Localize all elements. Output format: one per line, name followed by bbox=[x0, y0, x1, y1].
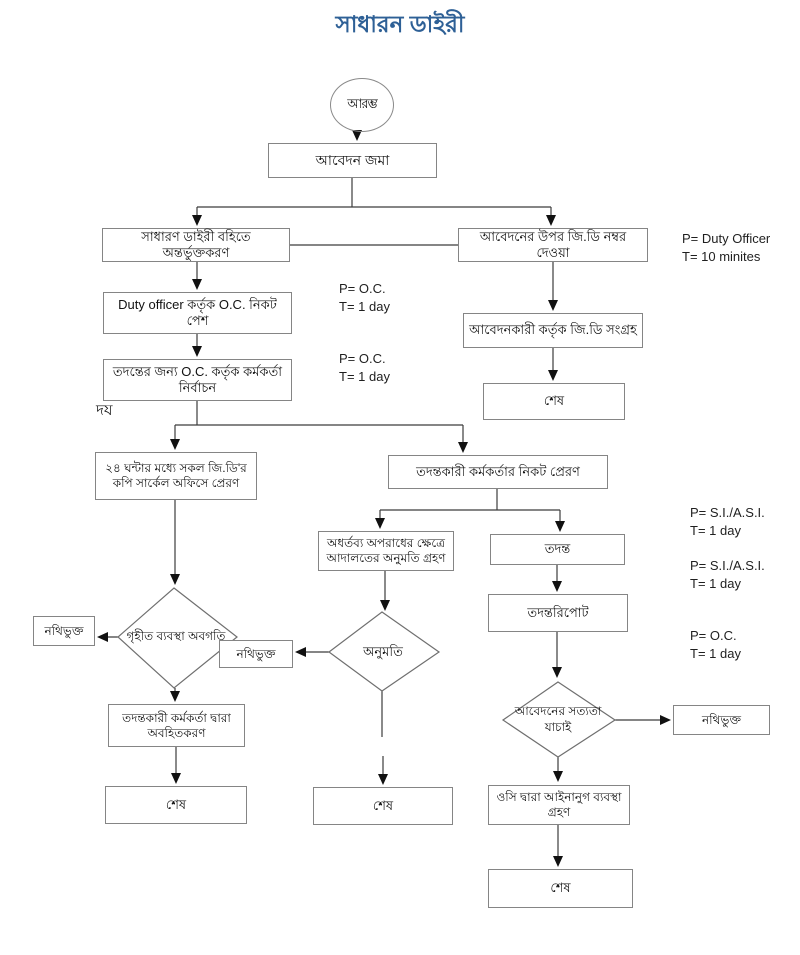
node-label: গৃহীত ব্যবস্থা অবগতি bbox=[126, 629, 226, 644]
node-label: তদন্ত bbox=[544, 541, 571, 557]
node-investigation: তদন্ত bbox=[490, 534, 625, 565]
node-end-right-top: শেষ bbox=[483, 383, 625, 420]
node-label: ২৪ ঘন্টার মধ্যে সকল জি.ডি'র কপি সার্কেল … bbox=[105, 461, 247, 490]
node-label: শেষ bbox=[550, 880, 571, 896]
node-submit-application: আবেদন জমা bbox=[268, 143, 437, 178]
node-label: অনুমতি bbox=[363, 643, 403, 659]
node-label: তদন্তরিপোট bbox=[527, 604, 589, 620]
node-label: শেষ bbox=[165, 796, 187, 812]
annotation-person: P= O.C. bbox=[339, 281, 386, 296]
stray-text: দয bbox=[96, 402, 113, 419]
annotation-time: T= 1 day bbox=[690, 575, 741, 591]
node-label: অধর্তব্য অপরাধের ক্ষেত্রে আদালতের অনুমতি… bbox=[326, 536, 446, 565]
node-filed-middle: নথিভুক্ত bbox=[219, 640, 293, 668]
annotation-person: P= Duty Officer bbox=[682, 231, 771, 246]
decision-label-permission: অনুমতি bbox=[342, 638, 424, 666]
annotation-person: P= O.C. bbox=[339, 351, 386, 366]
annotation-oc-1day-b: P= O.C. T= 1 day bbox=[339, 350, 390, 385]
annotation-oc-1day-a: P= O.C. T= 1 day bbox=[339, 280, 390, 315]
diagram-title: সাধারন ডাইরী bbox=[335, 11, 465, 37]
node-label: আবেদন জমা bbox=[315, 151, 390, 168]
node-label: আবেদনকারী কর্তৃক জি.ডি সংগ্রহ bbox=[469, 322, 637, 338]
node-filed-left: নথিভুক্ত bbox=[33, 616, 95, 646]
node-end-middle: শেষ bbox=[313, 787, 453, 825]
annotation-time: T= 1 day bbox=[339, 368, 390, 384]
node-filed-right: নথিভুক্ত bbox=[673, 705, 770, 735]
node-label: সাধারণ ডাইরী বহিতে অন্তর্ভুক্তকরণ bbox=[141, 228, 251, 260]
decision-label-verify: আবেদনের সত্যতা যাচাই bbox=[508, 693, 608, 747]
annotation-time: T= 10 minites bbox=[682, 248, 761, 264]
node-register-entry: সাধারণ ডাইরী বহিতে অন্তর্ভুক্তকরণ bbox=[102, 228, 290, 262]
node-inform-by-io: তদন্তকারী কর্মকর্তা দ্বারা অবহিতকরণ bbox=[108, 704, 245, 747]
annotation-time: T= 1 day bbox=[690, 645, 741, 661]
node-label: শেষ bbox=[372, 797, 394, 813]
node-gd-number: আবেদনের উপর জি.ডি নম্বর দেওয়া bbox=[458, 228, 648, 262]
annotation-duty-officer-time: P= Duty Officer T= 10 minites bbox=[682, 230, 770, 265]
node-label: ওসি দ্বারা আইনানুগ ব্যবস্থা গ্রহণ bbox=[496, 790, 622, 819]
node-applicant-collect-gd: আবেদনকারী কর্তৃক জি.ডি সংগ্রহ bbox=[463, 313, 643, 348]
annotation-person: P= S.I./A.S.I. bbox=[690, 505, 765, 520]
node-copy-to-circle-office: ২৪ ঘন্টার মধ্যে সকল জি.ডি'র কপি সার্কেল … bbox=[95, 452, 257, 500]
node-label: Duty officer কর্তৃক O.C. নিকট পেশ bbox=[118, 296, 277, 328]
node-label: তদন্তের জন্য O.C. কর্তৃক কর্মকর্তা নির্ব… bbox=[112, 363, 283, 395]
start-node: আরম্ভ bbox=[330, 78, 394, 132]
annotation-oc-1day-c: P= O.C. T= 1 day bbox=[690, 627, 741, 662]
node-court-permission: অধর্তব্য অপরাধের ক্ষেত্রে আদালতের অনুমতি… bbox=[318, 531, 454, 571]
node-label: তদন্তকারী কর্মকর্তা দ্বারা অবহিতকরণ bbox=[122, 710, 231, 740]
node-end-right-bottom: শেষ bbox=[488, 869, 633, 908]
node-oc-legal-action: ওসি দ্বারা আইনানুগ ব্যবস্থা গ্রহণ bbox=[488, 785, 630, 825]
node-label: নথিভুক্ত bbox=[236, 646, 276, 661]
node-label: নথিভুক্ত bbox=[44, 623, 84, 638]
annotation-time: T= 1 day bbox=[339, 298, 390, 314]
annotation-time: T= 1 day bbox=[690, 522, 741, 538]
node-officer-selection: তদন্তের জন্য O.C. কর্তৃক কর্মকর্তা নির্ব… bbox=[103, 359, 292, 401]
node-send-to-io: তদন্তকারী কর্মকর্তার নিকট প্রেরণ bbox=[388, 455, 608, 489]
annotation-person: P= O.C. bbox=[690, 628, 737, 643]
start-label: আরম্ভ bbox=[347, 95, 378, 111]
annotation-person: P= S.I./A.S.I. bbox=[690, 558, 765, 573]
node-label: শেষ bbox=[543, 393, 565, 409]
decision-label-action-awareness: গৃহীত ব্যবস্থা অবগতি bbox=[126, 611, 226, 663]
annotation-si-asi-b: P= S.I./A.S.I. T= 1 day bbox=[690, 557, 765, 592]
node-label: নথিভুক্ত bbox=[702, 712, 741, 727]
node-label: আবেদনের উপর জি.ডি নম্বর দেওয়া bbox=[479, 228, 627, 260]
node-end-left: শেষ bbox=[105, 786, 247, 824]
node-investigation-report: তদন্তরিপোট bbox=[488, 594, 628, 632]
annotation-si-asi-a: P= S.I./A.S.I. T= 1 day bbox=[690, 504, 765, 539]
node-label: তদন্তকারী কর্মকর্তার নিকট প্রেরণ bbox=[416, 463, 580, 479]
node-duty-officer-present: Duty officer কর্তৃক O.C. নিকট পেশ bbox=[103, 292, 292, 334]
node-label: আবেদনের সত্যতা যাচাই bbox=[514, 704, 602, 734]
